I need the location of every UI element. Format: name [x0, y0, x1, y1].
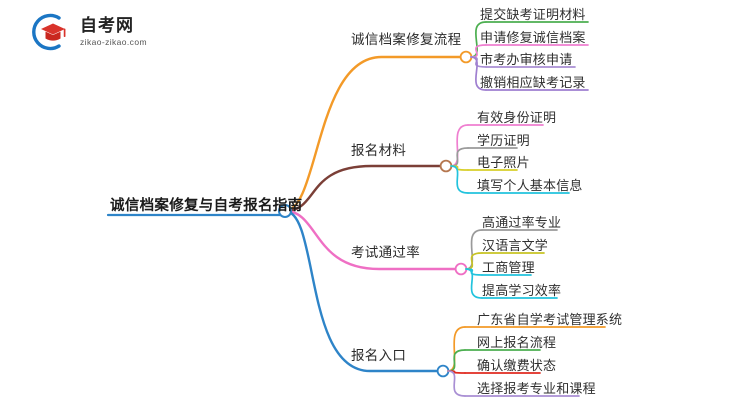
logo-title: 自考网 [80, 16, 134, 36]
graduation-cap-logo-icon [26, 9, 72, 55]
leaf-label-1-2[interactable]: 申请修复诚信档案 [480, 30, 586, 45]
leaf-label-1-1[interactable]: 提交缺考证明材料 [480, 7, 586, 22]
branch-label-3[interactable]: 考试通过率 [351, 245, 420, 260]
leaf-label-2-4[interactable]: 填写个人基本信息 [477, 178, 583, 193]
site-logo: 自考网 zikao-zikao.com [26, 9, 176, 55]
logo-subtitle: zikao-zikao.com [80, 37, 147, 48]
leaf-label-3-1[interactable]: 高通过率专业 [482, 215, 562, 230]
leaf-label-4-3[interactable]: 确认缴费状态 [477, 358, 557, 373]
leaf-label-3-4[interactable]: 提高学习效率 [482, 283, 562, 298]
branch-label-2[interactable]: 报名材料 [351, 143, 407, 158]
leaf-label-2-3[interactable]: 电子照片 [477, 155, 530, 170]
logo-svg [32, 13, 66, 51]
leaf-label-1-4[interactable]: 撤销相应缺考记录 [480, 75, 586, 90]
leaf-label-2-1[interactable]: 有效身份证明 [477, 110, 557, 125]
leaf-label-4-4[interactable]: 选择报考专业和课程 [477, 381, 596, 396]
leaf-label-4-1[interactable]: 广东省自学考试管理系统 [477, 312, 623, 327]
leaf-label-3-3[interactable]: 工商管理 [482, 260, 535, 275]
leaf-label-3-2[interactable]: 汉语言文学 [482, 238, 549, 253]
root-node-label[interactable]: 诚信档案修复与自考报名指南 [110, 198, 303, 214]
branch-label-1[interactable]: 诚信档案修复流程 [351, 32, 462, 47]
leaf-label-1-3[interactable]: 市考办审核申请 [480, 52, 573, 67]
logo-text-block: 自考网 zikao-zikao.com [80, 17, 147, 47]
leaf-label-4-2[interactable]: 网上报名流程 [477, 335, 557, 350]
leaf-label-2-2[interactable]: 学历证明 [477, 133, 530, 148]
branch-label-4[interactable]: 报名入口 [351, 348, 407, 363]
